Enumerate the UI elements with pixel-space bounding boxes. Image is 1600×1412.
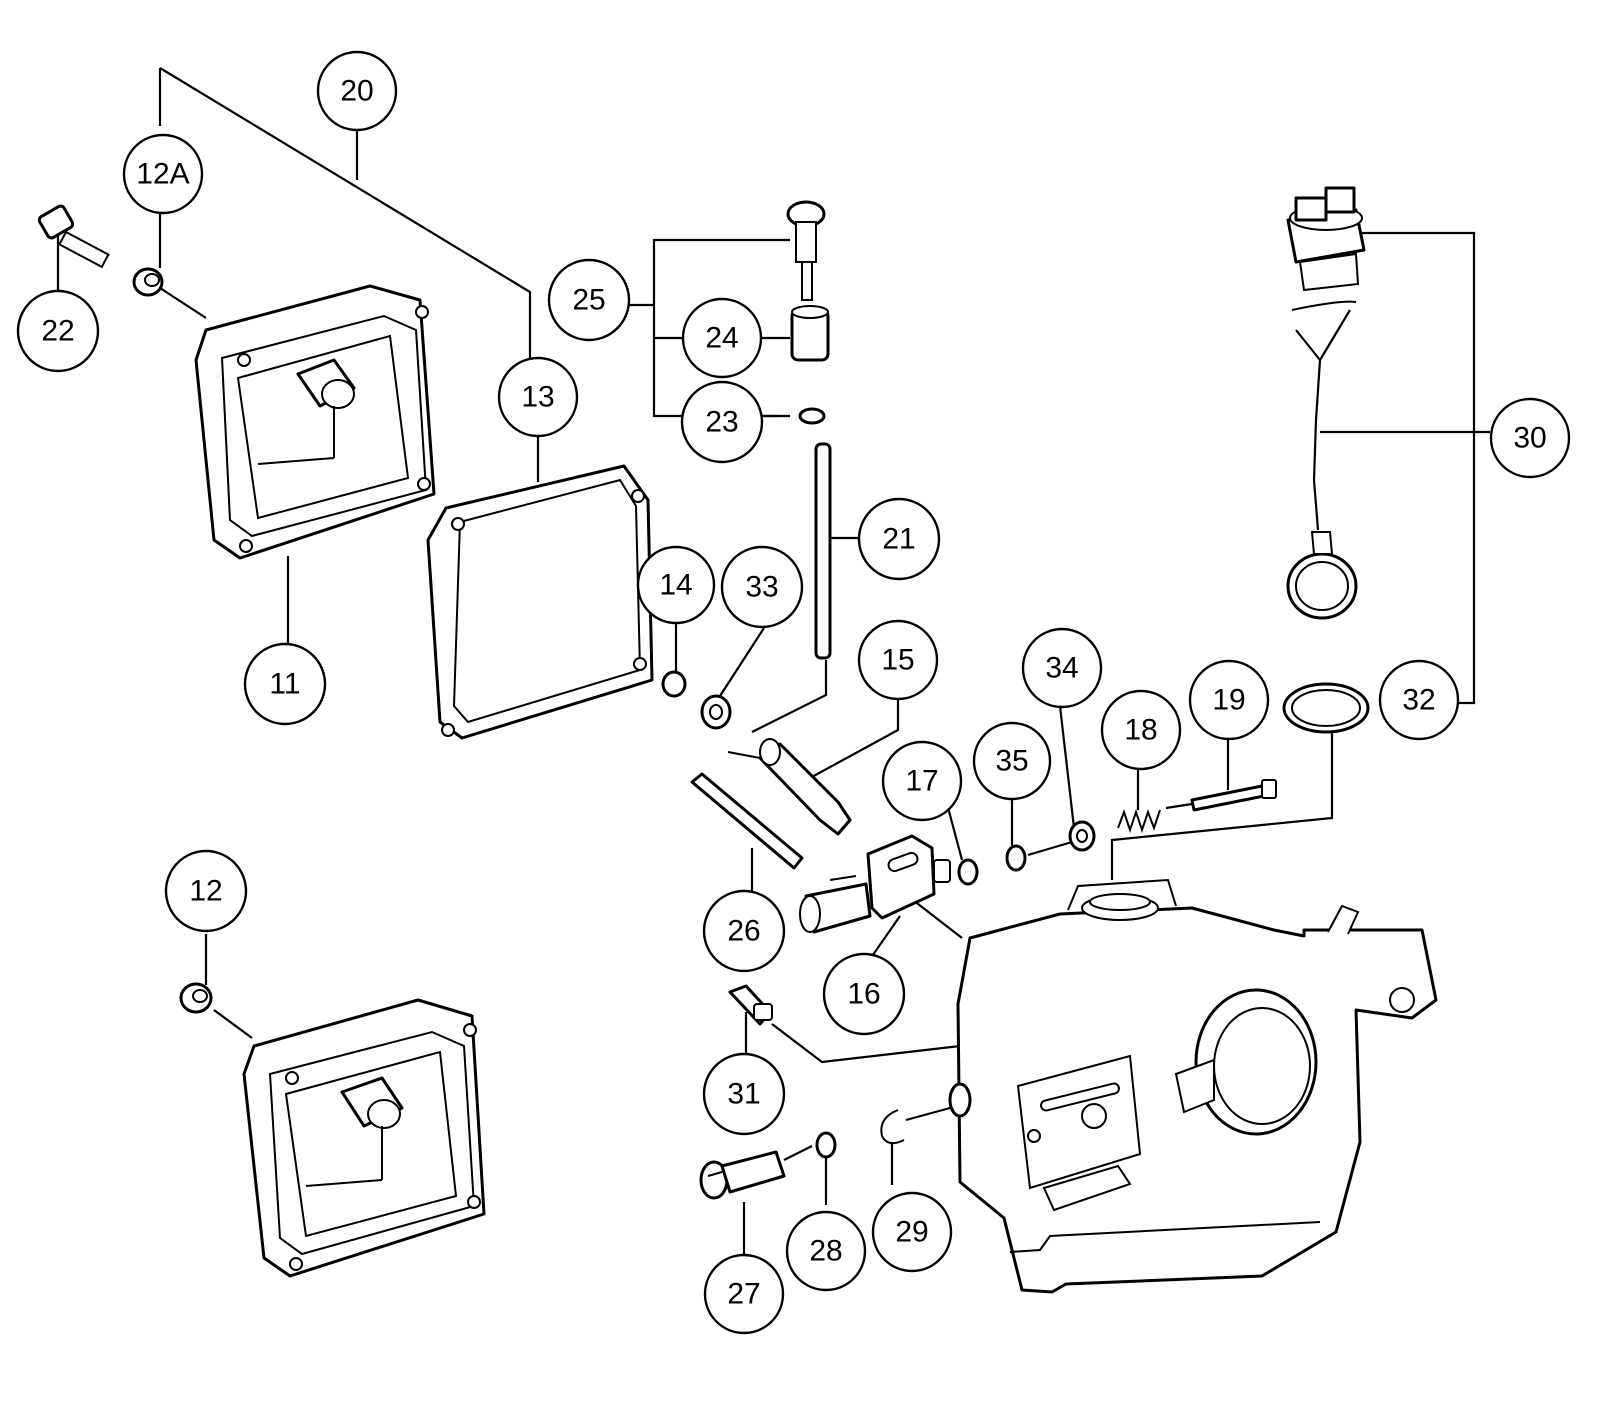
callout-32-label: 32 bbox=[1402, 684, 1435, 717]
leader-21-lower bbox=[751, 660, 828, 733]
callout-23: 23 bbox=[680, 380, 764, 464]
callout-31-label: 31 bbox=[727, 1078, 760, 1111]
callout-28-label: 28 bbox=[809, 1235, 842, 1268]
callout-11-label: 11 bbox=[269, 668, 300, 701]
callout-33: 33 bbox=[720, 545, 804, 629]
callout-14: 14 bbox=[636, 545, 716, 625]
leader-18-19 bbox=[1165, 802, 1193, 810]
callout-24-label: 24 bbox=[705, 322, 738, 355]
oring-part-32 bbox=[1282, 682, 1370, 734]
callout-19-label: 19 bbox=[1212, 684, 1245, 717]
gear-washer-part-33 bbox=[700, 694, 732, 730]
parts bbox=[37, 186, 1438, 1294]
callout-34-label: 34 bbox=[1045, 652, 1078, 685]
callout-23-label: 23 bbox=[705, 406, 738, 439]
callout-18: 18 bbox=[1100, 689, 1182, 771]
callout-35: 35 bbox=[972, 721, 1052, 801]
callouts: 20 12A 22 25 24 23 13 11 21 14 33 15 30 … bbox=[16, 50, 1571, 1335]
valve-part-16 bbox=[799, 834, 951, 934]
callout-15-label: 15 bbox=[881, 644, 914, 677]
leader-35-34 bbox=[1027, 840, 1073, 857]
leader-lines bbox=[56, 67, 1490, 1256]
callout-22-label: 22 bbox=[41, 315, 74, 348]
filter-part-24 bbox=[790, 305, 830, 362]
leader-12-cover bbox=[213, 1009, 253, 1039]
callout-26: 26 bbox=[702, 889, 786, 973]
cap-chain-part-30 bbox=[1286, 186, 1366, 620]
callout-22: 22 bbox=[16, 289, 100, 373]
leader-27-28 bbox=[783, 1145, 813, 1161]
bolt-part-19 bbox=[1190, 779, 1277, 812]
callout-20: 20 bbox=[316, 50, 398, 132]
callout-14-label: 14 bbox=[659, 569, 692, 602]
leader-15 bbox=[809, 700, 900, 779]
callout-12: 12 bbox=[164, 849, 248, 933]
gearcase-housing bbox=[948, 878, 1438, 1294]
callout-27: 27 bbox=[703, 1253, 785, 1335]
shaft-part-15 bbox=[727, 738, 852, 836]
callout-29: 29 bbox=[871, 1191, 953, 1273]
screw-part-27 bbox=[699, 1150, 786, 1200]
callout-27-label: 27 bbox=[727, 1278, 760, 1311]
clip-part-29 bbox=[880, 1109, 905, 1145]
nut-part-12A bbox=[132, 267, 164, 297]
callout-16-label: 16 bbox=[847, 978, 880, 1011]
washer-part-34 bbox=[1068, 820, 1096, 852]
leader-12A-nut bbox=[159, 287, 207, 319]
callout-30: 30 bbox=[1489, 397, 1571, 479]
callout-31: 31 bbox=[702, 1052, 786, 1136]
leader-20-bracket bbox=[159, 67, 532, 360]
callout-11: 11 bbox=[243, 642, 327, 726]
leader-29-housing bbox=[905, 1106, 951, 1122]
pin-part-26 bbox=[690, 772, 804, 870]
callout-16: 16 bbox=[822, 952, 906, 1036]
fitting-part-31 bbox=[728, 984, 773, 1026]
callout-13: 13 bbox=[497, 356, 579, 438]
plug-part-25 bbox=[786, 200, 826, 301]
callout-26-label: 26 bbox=[727, 915, 760, 948]
callout-20-label: 20 bbox=[340, 75, 373, 108]
callout-19: 19 bbox=[1188, 659, 1270, 741]
washer-part-23 bbox=[798, 407, 826, 425]
spring-part-18 bbox=[1117, 808, 1161, 834]
callout-29-label: 29 bbox=[895, 1216, 928, 1249]
callout-12A: 12A bbox=[122, 133, 204, 215]
leader-34 bbox=[1058, 705, 1076, 829]
callout-12A-label: 12A bbox=[136, 158, 189, 191]
callout-34: 34 bbox=[1021, 627, 1103, 709]
oring-part-28 bbox=[815, 1131, 837, 1159]
gasket-part-13 bbox=[426, 464, 654, 740]
cover-lower bbox=[242, 998, 486, 1278]
callout-21: 21 bbox=[857, 497, 941, 581]
callout-15: 15 bbox=[857, 619, 939, 701]
callout-21-label: 21 bbox=[882, 523, 915, 556]
callout-24: 24 bbox=[681, 297, 763, 379]
leader-31-housing bbox=[771, 1023, 961, 1064]
callout-17-label: 17 bbox=[905, 765, 938, 798]
callout-33-label: 33 bbox=[745, 571, 778, 604]
callout-35-label: 35 bbox=[995, 745, 1028, 778]
callout-30-label: 30 bbox=[1513, 422, 1546, 455]
callout-25-label: 25 bbox=[572, 284, 605, 317]
oring-part-35 bbox=[1005, 844, 1027, 872]
callout-12-label: 12 bbox=[189, 875, 222, 908]
callout-17: 17 bbox=[881, 740, 963, 822]
nut-part-12 bbox=[179, 982, 213, 1014]
leader-33 bbox=[719, 627, 765, 697]
callout-32: 32 bbox=[1378, 659, 1460, 741]
rod-part-21 bbox=[814, 442, 832, 660]
leader-30-bracket bbox=[1362, 231, 1476, 705]
oring-part-14 bbox=[661, 670, 687, 698]
callout-25: 25 bbox=[547, 258, 631, 342]
callout-18-label: 18 bbox=[1124, 714, 1157, 747]
oring-part-17 bbox=[957, 858, 979, 886]
bolt-part-22 bbox=[37, 204, 110, 269]
callout-13-label: 13 bbox=[521, 381, 554, 414]
cover-part-11 bbox=[194, 284, 436, 560]
leader-32-housing bbox=[1110, 722, 1334, 880]
callout-28: 28 bbox=[785, 1210, 867, 1292]
